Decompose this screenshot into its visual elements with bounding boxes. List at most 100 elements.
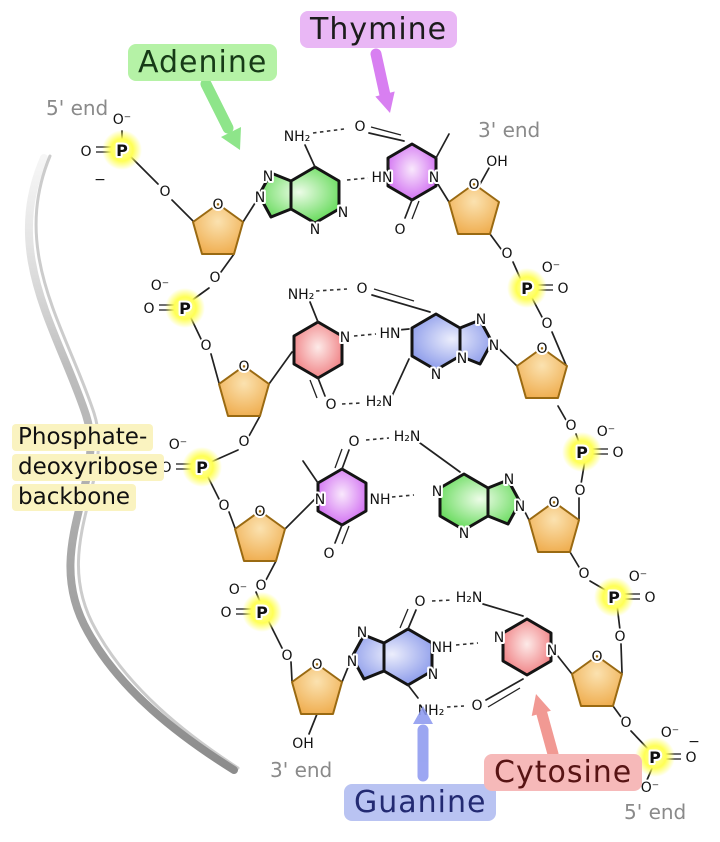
base-pair-4: O H₂N NH N NH₂ O N N N N — [345, 588, 559, 721]
phosphorus-label: P — [116, 141, 128, 160]
label-thymine: Thymine — [300, 11, 458, 48]
atom-o: O — [255, 578, 266, 594]
phosphate-group — [102, 130, 282, 632]
atom-o: O — [614, 629, 625, 645]
phosphorus-label: P — [649, 748, 661, 767]
atom-n: N — [476, 312, 486, 328]
atom-o: O — [612, 445, 623, 461]
atom-o: O — [238, 434, 249, 450]
atom-o: O — [80, 144, 91, 160]
atom-o: O — [143, 301, 154, 317]
label-5-prime-top-left: 5' end — [46, 96, 109, 120]
cytosine-base — [292, 320, 344, 380]
sugar-ring-o: O — [238, 359, 249, 375]
sugar-ring-o: O — [311, 657, 322, 673]
atom-oh: OH — [486, 154, 508, 170]
atom-minus: − — [688, 734, 700, 750]
atom-n: N — [489, 338, 499, 354]
atom-o: O — [159, 184, 170, 200]
atom-o: O — [471, 698, 482, 714]
label-adenine: Adenine — [128, 44, 278, 81]
atom-o: O — [348, 434, 359, 450]
base-pair-2: NH₂ O N HN O H₂N N N N N — [286, 279, 502, 415]
phosphorus-label: P — [608, 588, 620, 607]
sugar-ring-o: O — [212, 197, 223, 213]
phosphorus-label: P — [256, 603, 268, 622]
atom-n: N — [315, 492, 325, 508]
label-5-prime-bottom-right: 5' end — [624, 800, 687, 824]
sugar-ring-o: O — [254, 504, 265, 520]
annotation-arrows — [200, 48, 559, 782]
atom-n: N — [347, 654, 357, 670]
phosphorus-label: P — [576, 443, 588, 462]
atom-h2n: H₂N — [456, 590, 483, 606]
atom-o-minus: O⁻ — [661, 725, 679, 741]
atom-n: N — [432, 484, 442, 500]
atom-o: O — [218, 498, 229, 514]
atom-n: N — [429, 170, 439, 186]
atom-o-minus: O⁻ — [597, 424, 615, 440]
atom-nh: NH — [432, 640, 453, 656]
atom-n: N — [340, 330, 350, 346]
right-strand-labels: P P P P OH O O O⁻ O O O O O⁻ O O O O O⁻ … — [466, 152, 701, 798]
phosphorus-label: P — [521, 279, 533, 298]
atom-n: N — [504, 472, 514, 488]
atom-n: N — [428, 667, 438, 683]
base-pair-1: NH₂ O HN O N N N N N — [253, 117, 450, 240]
atom-o-minus: O⁻ — [629, 569, 647, 585]
atom-o: O — [354, 119, 365, 135]
atom-o: O — [220, 605, 231, 621]
atom-o-minus: O⁻ — [113, 112, 131, 128]
label-cytosine: Cytosine — [484, 754, 643, 791]
atom-o-minus: O⁻ — [151, 278, 169, 294]
atom-o: O — [209, 270, 220, 286]
atom-n: N — [459, 526, 469, 542]
cytosine-arrow — [531, 694, 559, 760]
sugar-ring-o: O — [536, 341, 547, 357]
atom-nh2: NH₂ — [284, 129, 311, 145]
atom-o: O — [578, 566, 589, 582]
atom-o-minus: O⁻ — [641, 780, 659, 796]
atom-n: N — [263, 169, 273, 185]
phosphorus-label: P — [179, 299, 191, 318]
left-strand-labels: P P P P O⁻ O − O O O O⁻ O O O O O⁻ O O O… — [78, 110, 324, 754]
sugar-ring-o: O — [548, 495, 559, 511]
atom-o: O — [356, 281, 367, 297]
backbone-label-line2: deoxyribose — [12, 454, 164, 481]
atom-oh: OH — [292, 736, 314, 752]
atom-o: O — [557, 281, 568, 297]
guanine-arrow — [413, 706, 433, 782]
atom-o: O — [200, 338, 211, 354]
atom-o: O — [574, 483, 585, 499]
atom-minus: − — [94, 172, 106, 188]
label-guanine: Guanine — [344, 784, 497, 821]
atom-o: O — [323, 546, 334, 562]
atom-o: O — [685, 750, 696, 766]
sugar-ring-o: O — [591, 649, 602, 665]
base-pair-3: O H₂N NH O N N N N N — [302, 427, 527, 564]
atom-o: O — [644, 590, 655, 606]
atom-nh: NH — [370, 492, 391, 508]
atom-o: O — [394, 222, 405, 238]
atom-nh2: NH₂ — [288, 287, 315, 303]
atom-hn: HN — [380, 326, 401, 342]
atom-o: O — [565, 418, 576, 434]
backbone-label-line1: Phosphate- — [12, 424, 154, 451]
cytosine-base — [501, 617, 553, 677]
atom-n: N — [494, 630, 504, 646]
atom-o: O — [281, 648, 292, 664]
atom-n: N — [357, 625, 367, 641]
atom-h2n: H₂N — [394, 429, 421, 445]
atom-n: N — [310, 222, 320, 238]
phosphate-group — [507, 268, 675, 777]
label-3-prime-top-right: 3' end — [478, 118, 541, 142]
backbone-label-line3: backbone — [12, 484, 137, 511]
atom-h2n: H₂N — [366, 394, 393, 410]
atom-o: O — [414, 594, 425, 610]
atom-o: O — [620, 715, 631, 731]
thymine-arrow — [370, 48, 395, 113]
atom-o: O — [501, 246, 512, 262]
atom-o: O — [541, 316, 552, 332]
